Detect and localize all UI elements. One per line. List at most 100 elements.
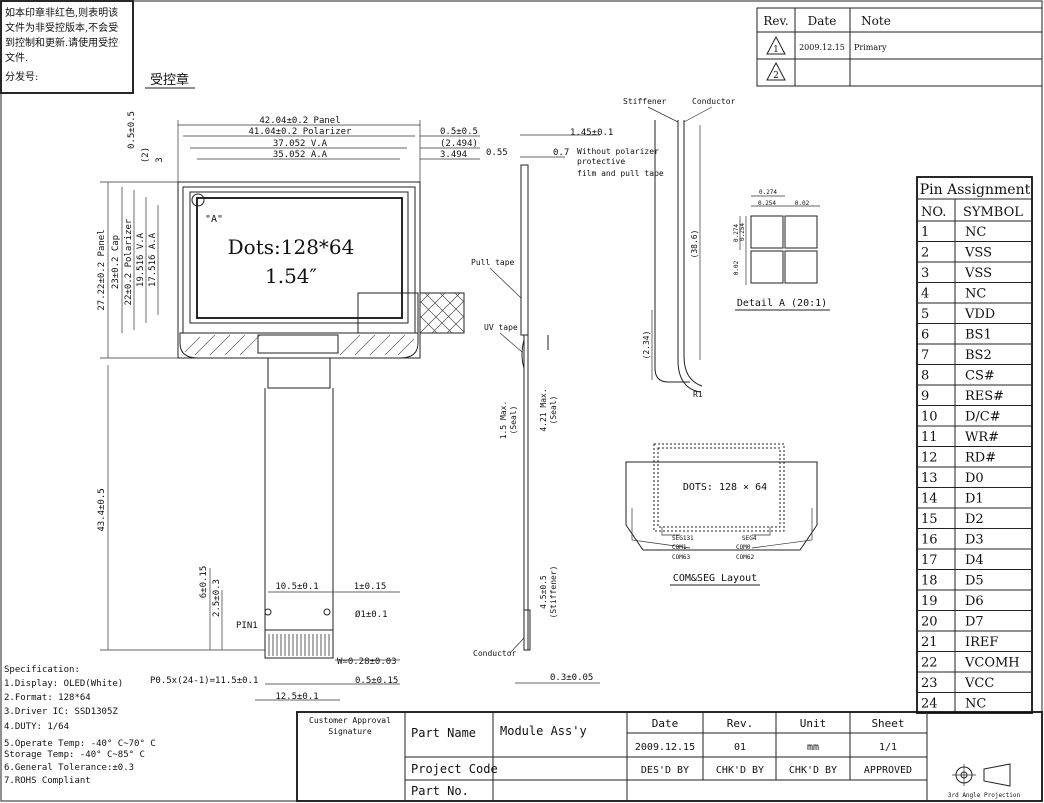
viewing-area [189, 191, 409, 324]
bend-view: Stiffener Conductor (38.6) (2.34) R1 [623, 97, 736, 399]
pin-number: 13 [921, 471, 938, 486]
pin-symbol: WR# [965, 430, 999, 445]
conductor-label: Conductor [473, 649, 517, 658]
notice-line-2: 文件为非受控版本,不会受 [5, 21, 118, 34]
com-seg-layout: DOTS: 128 × 64 SEG131 SEG4 COM1 COM0 COM… [625, 443, 818, 586]
dim-polarizer-thk: 0.55 [486, 148, 508, 158]
bend-radius-label: R1 [693, 390, 703, 399]
notice-frame [0, 0, 134, 94]
customer-approval-label: Customer Approval [309, 716, 391, 725]
detail-a-callout [191, 193, 205, 207]
dim-seal-max-1: 1.5 Max. [499, 401, 508, 440]
pin-number: 2 [921, 246, 929, 261]
spec-title: Specification: [4, 665, 80, 675]
pin-number: 21 [921, 635, 938, 650]
pin-symbol: RD# [965, 451, 996, 466]
pin-no-header: NO. [921, 205, 946, 220]
bend-conductor-label: Conductor [692, 97, 736, 106]
dim-glass-thk: 0.7 [553, 148, 569, 158]
rev-triangle-2 [766, 61, 786, 81]
dim-right-offset: 0.5±0.5 [440, 127, 478, 137]
spec-item-7: 6.General Tolerance:±0.3 [4, 763, 134, 773]
tb-rev-header: Rev. [727, 717, 754, 730]
pin-number: 12 [921, 451, 938, 466]
dim-va-width: 37.052 V.A [273, 139, 328, 149]
com-right-1-label: COM0 [736, 544, 751, 551]
tb-unit-value: mm [807, 742, 819, 753]
spec-item-6: Storage Temp: -40° C~85° C [4, 750, 145, 760]
dim-pin-width: W=0.28±0.03 [337, 657, 397, 667]
pin-number: 10 [921, 410, 938, 425]
dim-total-height: 43.4±0.5 [97, 488, 107, 531]
pin-number: 11 [921, 430, 938, 445]
com-seg-dots: DOTS: 128 × 64 [683, 482, 767, 493]
seg-left-label: SEG131 [672, 535, 694, 542]
detail-gap-x: 0.02 [795, 200, 810, 207]
pull-tab [419, 292, 465, 334]
pin-number: 5 [921, 307, 929, 322]
rev-1-note: Primary [854, 43, 887, 52]
designed-by-label: DES'D BY [641, 765, 689, 776]
pin-symbol: CS# [965, 369, 995, 384]
pin-number: 20 [921, 615, 938, 630]
dim-pitch-offset: 0.5±0.15 [355, 676, 398, 686]
dim-hole-diameter: Ø1±0.1 [355, 609, 388, 620]
controlled-stamp-label: 受控章 [150, 72, 189, 88]
fpc-hole-right [323, 608, 331, 616]
com-left-2-label: COM63 [672, 554, 690, 561]
dim-right-va: (2.494) [440, 139, 478, 149]
pin-number: 9 [921, 389, 929, 404]
spec-item-1: 1.Display: OLED(White) [4, 679, 123, 689]
date-header: Date [808, 14, 837, 28]
dim-cap-height: 23±0.2 Cap [111, 235, 121, 289]
dim-conductor-thk: 0.3±0.05 [550, 673, 593, 683]
note-header: Note [861, 14, 891, 28]
pin-number: 15 [921, 512, 938, 527]
side-view: 1.45±0.1 0.55 0.7 Without polarizer prot… [471, 128, 664, 684]
pin-symbol: VSS [964, 246, 992, 261]
detail-pitch-y: 0.274 [733, 224, 740, 242]
tab-detail-box [357, 292, 419, 334]
dim-contact-length: 2.5±0.3 [212, 579, 222, 617]
pin-number: 1 [921, 225, 929, 240]
dim-stiffener-thk: 4.5±0.5 [539, 575, 548, 609]
pin-symbol: D2 [965, 512, 984, 527]
tb-sheet-header: Sheet [871, 717, 904, 730]
control-notice: 如本印章非红色,则表明该 文件为非受控版本,不会受 到控制和更新.请使用受控 文… [0, 0, 195, 94]
pin-number: 6 [921, 328, 929, 343]
pin-number: 22 [921, 656, 938, 671]
dim-fpc-width: 12.5±0.1 [275, 692, 318, 702]
fpc-contacts [264, 629, 334, 659]
distribution-number-label: 分发号: [5, 70, 38, 83]
pin-number: 8 [921, 369, 929, 384]
note-film-pull-tape: film and pull tape [577, 169, 664, 178]
com-seg-outline [625, 461, 818, 551]
tb-date-header: Date [652, 717, 679, 730]
pin-symbol: IREF [965, 635, 998, 650]
pin-symbol: D3 [965, 533, 984, 548]
side-stiffener [523, 609, 531, 651]
dim-stiffener-length: 6±0.15 [199, 566, 209, 599]
dim-left-2: (2) [141, 147, 151, 163]
pin-symbol: D4 [965, 553, 984, 568]
pin-symbol: D6 [965, 594, 984, 609]
tb-rev-value: 01 [734, 742, 746, 753]
dim-hole-spacing: 10.5±0.1 [275, 582, 318, 592]
polarizer-outline [182, 186, 416, 334]
stiffener-label: Stiffener [623, 97, 667, 106]
notice-line-1: 如本印章非红色,则表明该 [5, 6, 118, 19]
dim-panel-height: 27.22±0.2 Panel [97, 229, 107, 310]
project-code-label: Project Code [411, 762, 498, 776]
rev-2-number: 2 [773, 71, 779, 81]
dim-polarizer-height: 22±0.2 Polarizer [124, 218, 134, 305]
dim-left-offset: 0.5±0.5 [127, 111, 137, 149]
side-panel [520, 164, 529, 336]
dim-left-3: 3 [155, 157, 165, 162]
pin-number: 3 [921, 266, 929, 281]
spec-item-4: 4.DUTY: 1/64 [4, 722, 69, 732]
dim-bend-length: (38.6) [690, 230, 699, 259]
detail-gap-y: 0.02 [733, 260, 740, 275]
projection-symbol [952, 763, 1011, 787]
